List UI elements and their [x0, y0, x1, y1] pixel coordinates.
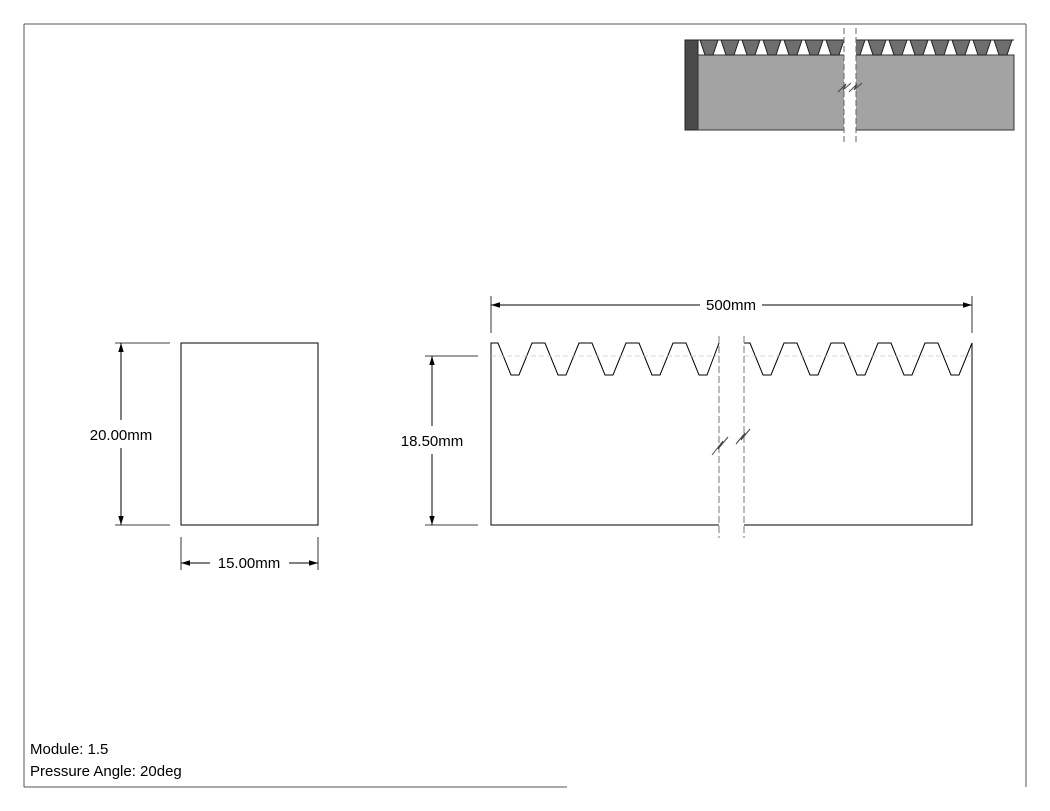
rack-end-section-view: 20.00mm 15.00mm [90, 342, 319, 572]
rack-shaded-preview [684, 28, 1015, 142]
preview-tooth [888, 39, 908, 56]
preview-tooth [867, 39, 887, 56]
preview-tooth [909, 39, 929, 56]
rack-right-segment-outline [744, 342, 973, 526]
rack-front-view: 500mm 18.50mm [401, 296, 973, 538]
preview-tooth [699, 39, 719, 56]
section-outline [180, 342, 319, 526]
pressure-angle-note: Pressure Angle: 20deg [30, 763, 182, 780]
preview-break-gap [844, 28, 856, 142]
rack-preview-teeth [698, 39, 1014, 56]
preview-tooth [783, 39, 803, 56]
module-note: Module: 1.5 [30, 741, 108, 758]
rack-length-label: 500mm [706, 297, 756, 314]
preview-tooth [972, 39, 992, 56]
rack-height-label: 18.50mm [401, 433, 464, 450]
length-extension-lines [490, 296, 973, 333]
section-width-label: 15.00mm [218, 555, 281, 572]
preview-tooth [741, 39, 761, 56]
preview-tooth [993, 39, 1013, 56]
preview-tooth [930, 39, 950, 56]
preview-break-symbol [837, 82, 863, 93]
rack-end-face [684, 39, 699, 131]
preview-tooth [804, 39, 824, 56]
preview-tooth [762, 39, 782, 56]
section-height-label: 20.00mm [90, 427, 153, 444]
preview-tooth [720, 39, 740, 56]
preview-tooth [951, 39, 971, 56]
rack-left-segment-outline [490, 342, 720, 526]
sheet-border [23, 23, 1027, 788]
preview-tooth [825, 39, 845, 56]
rack-break-symbol [711, 428, 751, 456]
section-extension-lines [115, 342, 319, 570]
rack-break-lines [718, 336, 745, 538]
